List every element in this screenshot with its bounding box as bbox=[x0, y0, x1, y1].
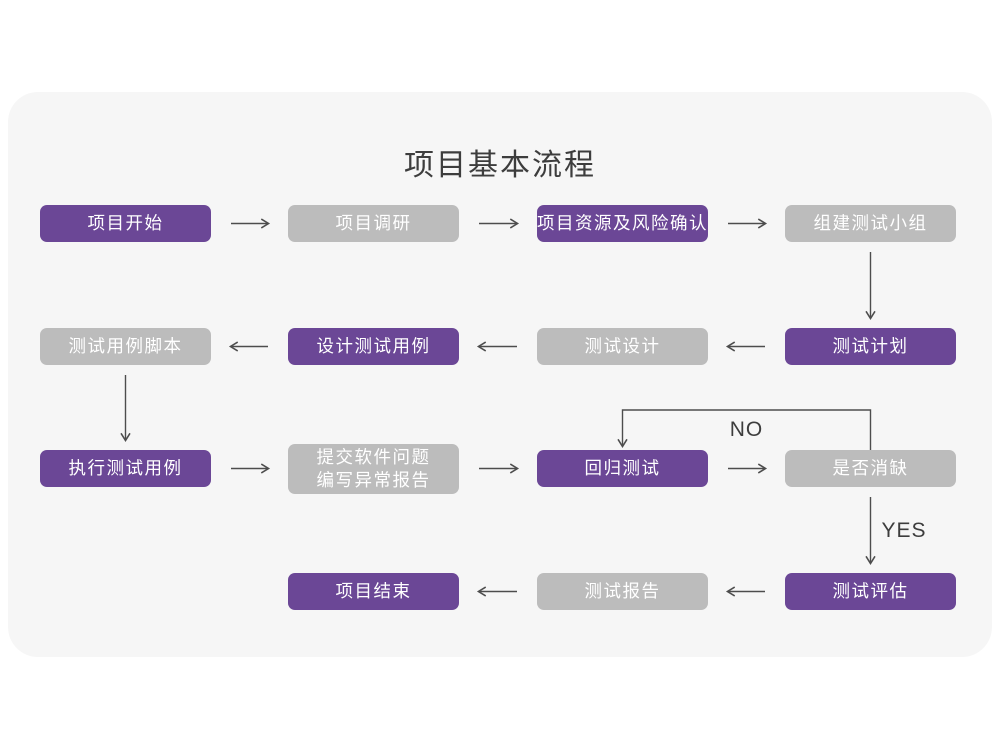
flow-node-label: 项目开始 bbox=[87, 213, 164, 233]
flow-node-defect-cleared: 是否消缺 bbox=[785, 450, 956, 487]
flow-node-test-report: 测试报告 bbox=[537, 573, 708, 610]
flow-node-submit-issue-report: 提交软件问题编写异常报告 bbox=[288, 443, 459, 494]
flow-node-test-design: 测试设计 bbox=[537, 328, 708, 365]
flow-node-label: 是否消缺 bbox=[832, 458, 909, 478]
edge-label-yes: YES bbox=[882, 519, 927, 542]
flow-node-label: 提交软件问题 bbox=[316, 446, 431, 467]
flow-arrow-11 bbox=[617, 409, 872, 450]
flow-node-regression-test: 回归测试 bbox=[537, 450, 708, 487]
flow-node-label: 项目结束 bbox=[335, 581, 412, 601]
edge-label-no: NO bbox=[730, 418, 764, 441]
flow-node-label: 项目资源及风险确认 bbox=[537, 213, 708, 233]
flow-node-test-plan: 测试计划 bbox=[785, 328, 956, 365]
flow-node-project-end: 项目结束 bbox=[288, 573, 459, 610]
flow-node-test-case-script: 测试用例脚本 bbox=[40, 328, 211, 365]
flow-node-label: 测试评估 bbox=[832, 581, 909, 601]
flow-node-label: 回归测试 bbox=[584, 458, 661, 478]
flow-node-label: 测试报告 bbox=[584, 581, 661, 601]
page-title: 项目基本流程 bbox=[404, 149, 596, 182]
flow-node-project-research: 项目调研 bbox=[288, 205, 459, 242]
flow-node-project-start: 项目开始 bbox=[40, 205, 211, 242]
flow-node-label: 测试用例脚本 bbox=[68, 336, 183, 356]
flowchart-panel bbox=[8, 92, 992, 657]
flow-node-label: 项目调研 bbox=[335, 213, 412, 233]
flow-node-execute-test-case: 执行测试用例 bbox=[40, 450, 211, 487]
flow-node-label: 组建测试小组 bbox=[813, 213, 928, 233]
flow-node-label: 执行测试用例 bbox=[68, 458, 183, 478]
flow-node-design-test-case: 设计测试用例 bbox=[288, 328, 459, 365]
flow-node-label: 编写异常报告 bbox=[316, 469, 431, 490]
flow-node-label: 测试设计 bbox=[584, 336, 661, 356]
flow-node-label: 设计测试用例 bbox=[316, 336, 431, 356]
flow-node-build-test-team: 组建测试小组 bbox=[785, 205, 956, 242]
flow-node-test-evaluate: 测试评估 bbox=[785, 573, 956, 610]
flow-node-label: 测试计划 bbox=[832, 336, 909, 356]
flow-node-resource-risk-confirm: 项目资源及风险确认 bbox=[537, 205, 708, 242]
